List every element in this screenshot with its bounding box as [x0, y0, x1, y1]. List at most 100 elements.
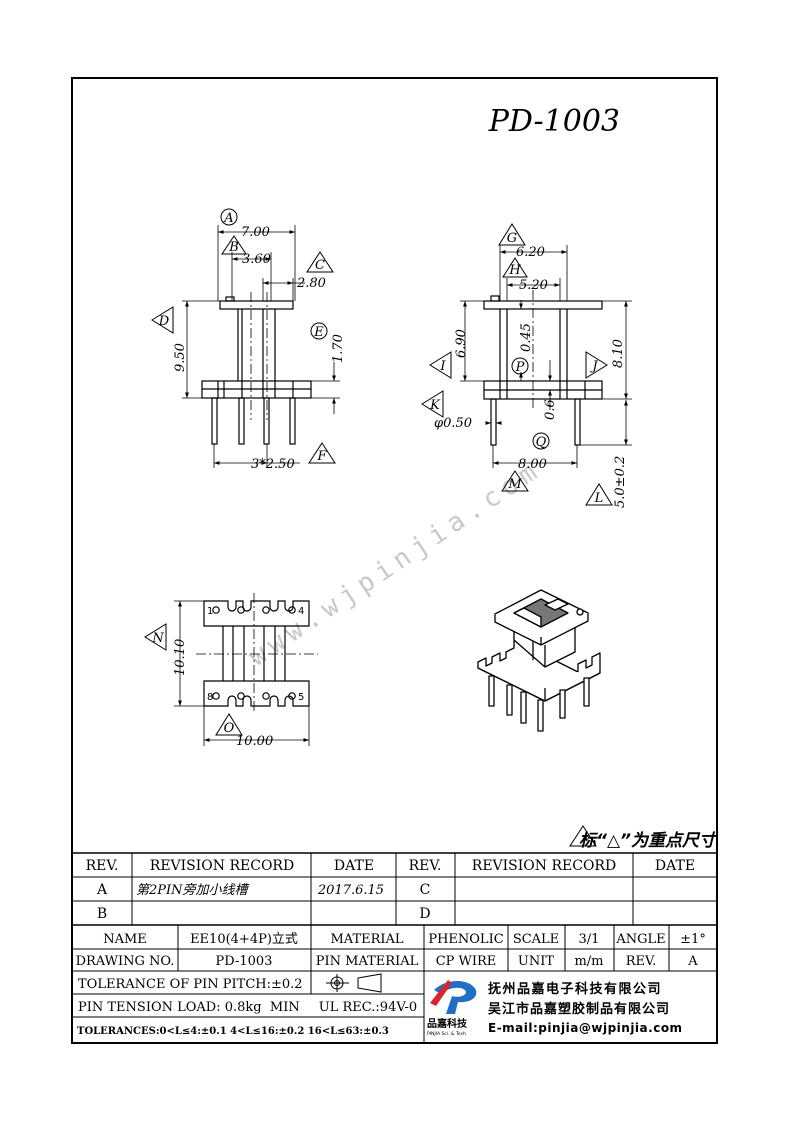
tag-triangle-m — [501, 470, 529, 492]
tag-label-h: H — [508, 263, 521, 278]
tag-triangle-b — [221, 235, 247, 255]
unit-label: UNIT — [518, 954, 554, 969]
tag-label-i: I — [439, 359, 446, 374]
tag-label-k: K — [429, 398, 441, 413]
drawing-title: PD-1003 — [488, 104, 620, 139]
dim-a: 7.00 — [241, 225, 270, 240]
tag-triangle-f — [308, 442, 336, 464]
rev-row-a-rev: A — [96, 882, 108, 898]
dim-g: 6.20 — [516, 245, 545, 260]
dim-p: 0.45 — [519, 323, 534, 352]
bottom-view — [196, 593, 318, 714]
tag-label-o: O — [224, 721, 235, 736]
scale-value: 3/1 — [579, 932, 600, 947]
material-value: PHENOLIC — [428, 932, 503, 947]
side-view — [483, 290, 603, 446]
tag-label-e: E — [313, 325, 324, 340]
rev-label: REV. — [626, 954, 657, 969]
tag-label-l: L — [594, 491, 604, 506]
rev-row-a-record: 第2PIN旁加小线槽 — [136, 882, 250, 898]
pin-material-label: PIN MATERIAL — [316, 954, 419, 969]
rev-header-record-1: REVISION RECORD — [150, 858, 294, 874]
pin-label-5: 5 — [298, 692, 304, 703]
dim-e: 1.70 — [331, 334, 346, 363]
dim-d: 9.50 — [173, 343, 188, 372]
tag-label-c: C — [315, 258, 325, 273]
angle-label: ANGLE — [615, 932, 665, 947]
tag-circle-q — [532, 432, 550, 450]
dim-k: φ0.50 — [434, 416, 472, 431]
pin-tension: PIN TENSION LOAD: 0.8kg MIN — [78, 1000, 300, 1015]
tag-label-q: Q — [536, 435, 547, 450]
tag-triangle-n — [144, 623, 167, 651]
tag-triangle-g — [498, 223, 526, 246]
pin-label-8: 8 — [207, 692, 213, 703]
tag-circle-e — [310, 322, 328, 340]
company-name-1: 抚州品嘉电子科技有限公司 — [488, 981, 662, 997]
logo-text: 品嘉科技 — [427, 1017, 468, 1030]
dim-c: 2.80 — [296, 276, 326, 291]
tag-label-n: N — [151, 631, 164, 646]
material-label: MATERIAL — [330, 932, 403, 947]
company-name-2: 吴江市品嘉塑胶制品有限公司 — [488, 1001, 670, 1017]
company-email: E-mail:pinjia@wjpinjia.com — [488, 1021, 683, 1035]
dim-l: 5.0±0.2 — [613, 456, 628, 508]
tag-label-p: P — [515, 360, 525, 375]
rev-row-c-rev: C — [420, 882, 431, 898]
front-view-dimensions — [182, 225, 340, 468]
tag-circle-p — [511, 357, 529, 375]
pin-material-value: CP WIRE — [436, 954, 497, 969]
dim-m: 8.00 — [518, 457, 547, 472]
dim-j: 8.10 — [611, 339, 626, 368]
dim-h: 5.20 — [519, 278, 548, 293]
tag-triangle-c — [306, 251, 334, 273]
bottom-view-dimensions — [174, 600, 310, 746]
tag-label-m: M — [507, 477, 522, 492]
tag-triangle-o — [215, 713, 243, 736]
rev-row-a-date: 2017.6.15 — [317, 883, 384, 898]
rev-header-rev-2: REV. — [409, 858, 442, 874]
ul-rec: UL REC.:94V-0 — [319, 1000, 417, 1015]
tag-circle-a — [220, 208, 238, 226]
rev-header-date-2: DATE — [655, 858, 695, 874]
front-view — [201, 292, 312, 445]
angle-value: ±1° — [680, 932, 706, 947]
dim-b: 3.60 — [242, 252, 271, 267]
side-view-dimensions — [460, 245, 632, 468]
projection-symbol — [326, 973, 382, 993]
logo-subtext: PINJIA Sci. & Tech — [427, 1031, 466, 1037]
tolerances-note: TOLERANCES:0<L≤4:±0.1 4<L≤16:±0.2 16<L≤6… — [77, 1026, 389, 1037]
tag-label-b: B — [228, 240, 239, 255]
sheet-border — [71, 77, 718, 1044]
pin-label-4: 4 — [298, 606, 304, 617]
rev-row-b-rev: B — [97, 906, 107, 922]
name-value: EE10(4+4P)立式 — [190, 932, 298, 947]
dim-n: 10.10 — [173, 639, 188, 676]
title-block-grid — [72, 925, 717, 1043]
tag-label-g: G — [507, 231, 517, 246]
name-label: NAME — [103, 932, 147, 947]
rev-header-rev-1: REV. — [86, 858, 119, 874]
rev-row-d-rev: D — [419, 906, 430, 922]
tag-label-j: J — [589, 359, 598, 374]
company-logo: 品嘉科技 PINJIA Sci. & Tech — [427, 980, 477, 1037]
rev-header-date-1: DATE — [334, 858, 374, 874]
rev-value: A — [687, 954, 698, 969]
tag-triangle-i — [429, 351, 452, 379]
isometric-view — [477, 589, 601, 732]
unit-value: m/m — [574, 954, 603, 969]
tolerance-pitch: TOLERANCE OF PIN PITCH:±0.2 — [78, 977, 303, 992]
dim-f: 3*2.50 — [251, 457, 295, 472]
drawing-no-value: PD-1003 — [216, 954, 273, 969]
key-note-triangle — [569, 825, 597, 847]
dim-o: 10.00 — [236, 734, 273, 749]
revision-table-grid — [72, 852, 717, 926]
drawing-no-label: DRAWING NO. — [76, 954, 175, 969]
scale-label: SCALE — [513, 932, 559, 947]
tag-label-a: A — [223, 211, 233, 226]
tag-triangle-k — [421, 390, 444, 418]
tag-label-f: F — [316, 449, 327, 464]
